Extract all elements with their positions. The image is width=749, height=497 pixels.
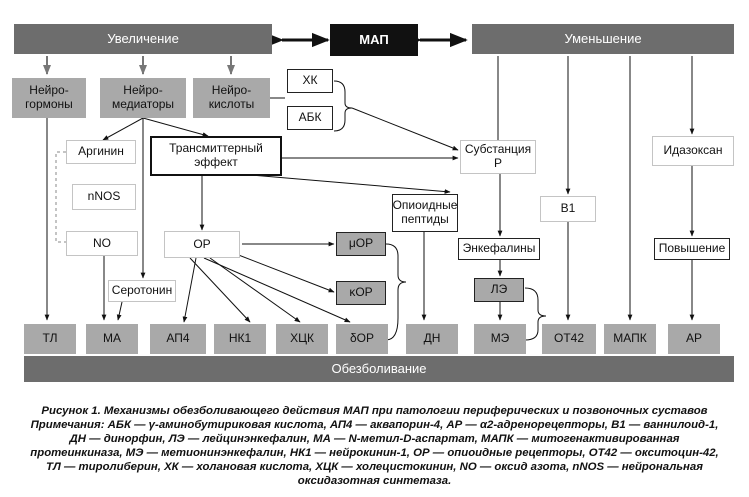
caption-line: ДН — динорфин, ЛЭ — лейцинэнкефалин, МА …	[69, 433, 680, 445]
tl-box: ТЛ	[24, 324, 76, 354]
me-box: МЭ	[474, 324, 526, 354]
ar-box: АР	[668, 324, 720, 354]
nnos-box: nNOS	[72, 184, 136, 210]
abk-box: АБК	[287, 106, 333, 130]
nk1-box: НК1	[214, 324, 266, 354]
caption-title: Рисунок 1. Механизмы обезболивающего дей…	[41, 405, 708, 417]
serotonin-box: Серотонин	[108, 280, 176, 302]
hk-box: ХК	[287, 69, 333, 93]
figure-caption: Рисунок 1. Механизмы обезболивающего дей…	[8, 404, 741, 488]
caption-line: ТЛ — тиролиберин, ХК — холановая кислота…	[46, 461, 703, 473]
idazoxan-box: Идазоксан	[652, 136, 734, 166]
opioid-peptides-box: Опиоидные пептиды	[392, 194, 458, 232]
caption-line: Примечания: АБК — γ-аминобутириковая кис…	[30, 419, 719, 431]
mechanism-diagram: Увеличение МАП Уменьшение Нейро- гормоны…	[12, 24, 734, 382]
no-box: NO	[66, 231, 138, 256]
map-box: МАП	[330, 24, 418, 56]
ap4-box: АП4	[150, 324, 206, 354]
or-box: ОР	[164, 231, 240, 258]
substance-p-box: Субстанция P	[460, 140, 536, 174]
delta-or-box: δОР	[336, 324, 388, 354]
hck-box: ХЦК	[276, 324, 328, 354]
arginine-box: Аргинин	[66, 140, 136, 164]
b1-box: В1	[540, 196, 596, 222]
connector-layer	[43, 32, 695, 341]
transmitter-effect-box: Трансмиттерный эффект	[150, 136, 282, 176]
mapk-box: МАПК	[604, 324, 656, 354]
increase-bar: Увеличение	[14, 24, 272, 54]
caption-line: протеинкиназа, МЭ — метионинэнкефалин, Н…	[30, 447, 719, 459]
kappa-or-box: κОР	[336, 281, 386, 305]
neuroacids-box: Нейро- кислоты	[193, 78, 270, 118]
neuromediators-box: Нейро- медиаторы	[100, 78, 186, 118]
caption-line: оксидазотная синтетаза.	[297, 475, 452, 487]
analgesia-bar: Обезболивание	[24, 356, 734, 382]
decrease-bar: Уменьшение	[472, 24, 734, 54]
neurohormones-box: Нейро- гормоны	[12, 78, 86, 118]
mu-or-box: μОР	[336, 232, 386, 256]
ma-box: МА	[86, 324, 138, 354]
le-box: ЛЭ	[474, 278, 524, 302]
enkephalins-box: Энкефалины	[458, 238, 540, 260]
dn-box: ДН	[406, 324, 458, 354]
ot42-box: ОТ42	[542, 324, 596, 354]
rise-box: Повышение	[654, 238, 730, 260]
